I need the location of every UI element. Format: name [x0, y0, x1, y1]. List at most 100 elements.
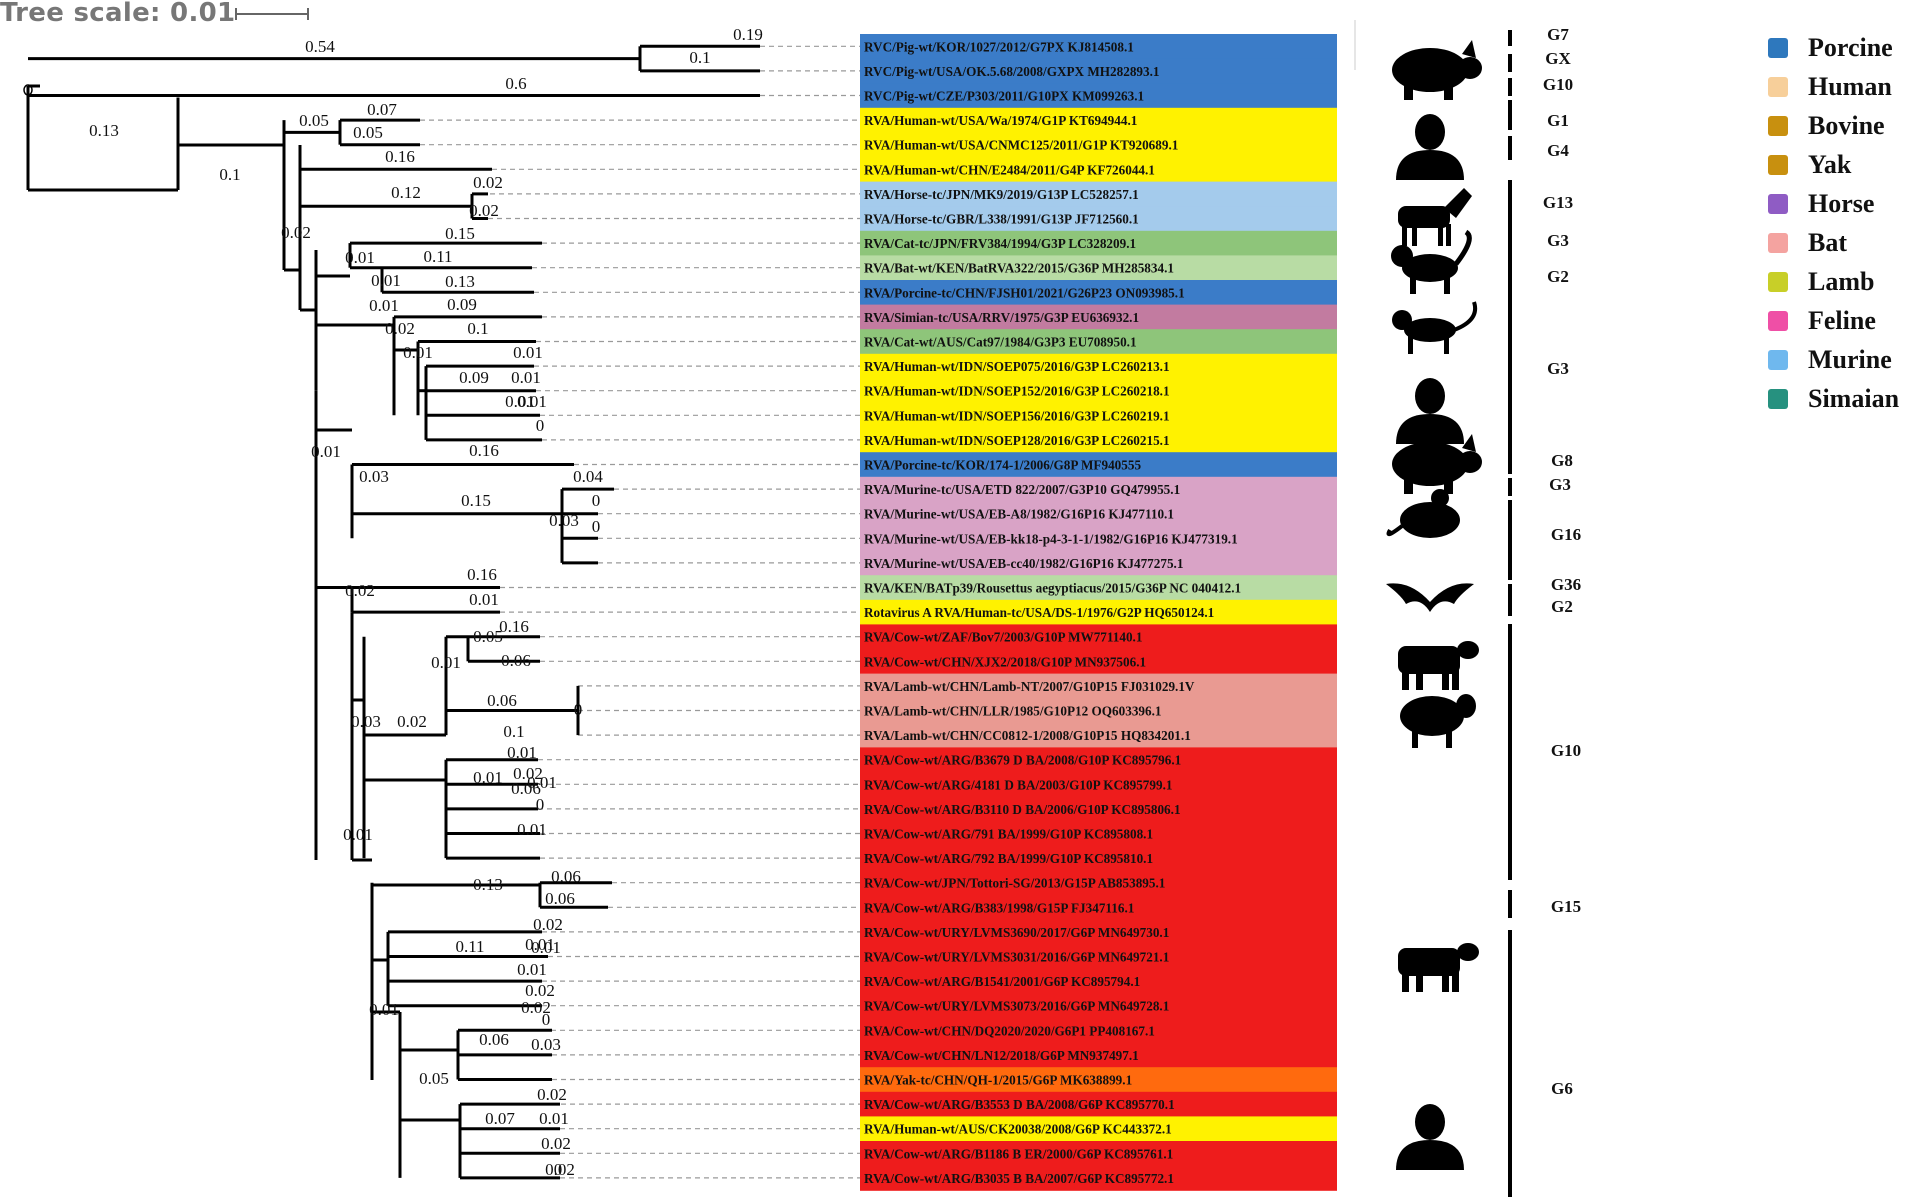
branch-length-label: 0.01 — [345, 248, 375, 267]
tip-label-background — [860, 747, 1337, 773]
tip-label: RVA/Cow-wt/JPN/Tottori-SG/2013/G15P AB85… — [864, 876, 1165, 891]
branch-length-label: 0.15 — [445, 224, 475, 243]
genotype-label: G16 — [1551, 525, 1581, 544]
tip-label: RVA/Cow-wt/ARG/791 BA/1999/G10P KC895808… — [864, 827, 1153, 842]
tip-label: RVA/Murine-wt/USA/EB-A8/1982/G16P16 KJ47… — [864, 507, 1174, 522]
tip-label-background — [860, 34, 1337, 60]
tip-label-background — [860, 1141, 1337, 1167]
branch-length-label: 0.01 — [431, 653, 461, 672]
branch-length-label: 0.11 — [455, 937, 484, 956]
tip-label: RVA/Cow-wt/ARG/B3035 B BA/2007/G6P KC895… — [864, 1171, 1174, 1186]
tip-label: Rotavirus A RVA/Human-tc/USA/DS-1/1976/G… — [864, 605, 1214, 620]
genotype-label: G2 — [1547, 267, 1569, 286]
genotype-label: G13 — [1543, 193, 1573, 212]
branch-length-label: 0.04 — [573, 467, 603, 486]
tip-label: RVA/Human-wt/IDN/SOEP152/2016/G3P LC2602… — [864, 384, 1170, 399]
branch-length-label: 0.06 — [511, 779, 541, 798]
tip-label-background — [860, 157, 1337, 183]
branch-length-label: 0.01 — [517, 820, 547, 839]
tip-label-background — [860, 575, 1337, 601]
genotype-label: G3 — [1547, 359, 1569, 378]
branch-length-label: 0.15 — [461, 491, 491, 510]
branch-length-label: 0 — [574, 700, 583, 719]
branch-length-label: 0.01 — [539, 1109, 569, 1128]
genotype-label: G7 — [1547, 25, 1569, 44]
branch-length-label: 0.03 — [531, 1035, 561, 1054]
tip-label-background — [860, 1042, 1337, 1068]
bat-icon — [1386, 583, 1474, 612]
tip-label-background — [860, 206, 1337, 232]
branch-length-label: 0.54 — [305, 37, 335, 56]
genotype-label: G4 — [1547, 141, 1569, 160]
tip-label: RVA/Murine-wt/USA/EB-kk18-p4-3-1-1/1982/… — [864, 531, 1238, 546]
branch-length-label: 0.03 — [359, 467, 389, 486]
branch-length-label: 0.6 — [505, 74, 526, 93]
legend-label: Yak — [1808, 150, 1852, 179]
branch-length-label: 0.02 — [533, 915, 563, 934]
legend-label: Bat — [1808, 228, 1847, 257]
tip-label-background — [860, 378, 1337, 404]
tip-label-background — [860, 132, 1337, 158]
tip-label: RVA/Bat-wt/KEN/BatRVA322/2015/G36P MH285… — [864, 261, 1174, 276]
tip-label-background — [860, 599, 1337, 625]
human-icon — [1396, 378, 1464, 444]
cow-icon — [1398, 641, 1479, 690]
branch-length-label: 0.05 — [419, 1069, 449, 1088]
branch-length-label: 0.02 — [525, 981, 555, 1000]
tip-label-background — [860, 1116, 1337, 1142]
scale-bar — [235, 8, 309, 20]
tip-label-background — [860, 501, 1337, 527]
tip-label: RVA/Cow-wt/ARG/4181 D BA/2003/G10P KC895… — [864, 777, 1172, 792]
tip-label-background — [860, 181, 1337, 207]
tip-label-background — [860, 280, 1337, 306]
tip-label: RVA/Cow-wt/ZAF/Bov7/2003/G10P MW771140.1 — [864, 630, 1142, 645]
branch-length-label: 0.02 — [385, 319, 415, 338]
tip-label: RVA/Horse-tc/GBR/L338/1991/G13P JF712560… — [864, 212, 1139, 227]
tip-label-background — [860, 821, 1337, 847]
branch-length-label: 0 — [592, 517, 601, 536]
branch-length-label: 0.01 — [525, 935, 555, 954]
host-silhouettes — [1386, 40, 1482, 1170]
root-marker — [23, 84, 33, 96]
host-legend — [1768, 38, 1788, 409]
branch-length-label: 0.01 — [469, 590, 499, 609]
tip-label-background — [860, 722, 1337, 748]
tip-label-background — [860, 255, 1337, 281]
branch-length-label: 0.01 — [505, 392, 535, 411]
legend-swatch — [1768, 272, 1788, 292]
branch-length-label: 0.06 — [545, 889, 575, 908]
tip-label: RVA/Porcine-tc/CHN/FJSH01/2021/G26P23 ON… — [864, 285, 1185, 300]
tip-label: RVA/Cow-wt/ARG/B3110 D BA/2006/G10P KC89… — [864, 802, 1181, 817]
genotype-label: G3 — [1547, 231, 1569, 250]
tip-label-background — [860, 550, 1337, 576]
branch-length-label: 0.16 — [467, 565, 497, 584]
tip-label-background — [860, 329, 1337, 355]
genotype-label: G36 — [1551, 575, 1581, 594]
legend-label: Lamb — [1808, 267, 1874, 296]
tip-label-background — [860, 353, 1337, 379]
pig-icon — [1392, 40, 1482, 100]
tip-label-background — [860, 845, 1337, 871]
tip-label: RVA/Lamb-wt/CHN/CC0812-1/2008/G10P15 HQ8… — [864, 728, 1191, 743]
branch-length-label: 0.01 — [507, 743, 537, 762]
branch-length-label: 0.16 — [385, 147, 415, 166]
tip-label: RVC/Pig-wt/CZE/P303/2011/G10PX KM099263.… — [864, 89, 1144, 104]
legend-swatch — [1768, 233, 1788, 253]
tip-label: RVA/Horse-tc/JPN/MK9/2019/G13P LC528257.… — [864, 187, 1139, 202]
legend-swatch — [1768, 194, 1788, 214]
genotype-label: G10 — [1543, 75, 1573, 94]
branch-length-label: 0.02 — [469, 201, 499, 220]
legend-label: Simaian — [1808, 384, 1900, 413]
branch-length-label: 0.01 — [473, 768, 503, 787]
branch-length-label: 0.1 — [219, 165, 240, 184]
legend-swatch — [1768, 77, 1788, 97]
branch-length-label: 0.05 — [353, 123, 383, 142]
tip-label-background — [860, 919, 1337, 945]
tip-label-background — [860, 476, 1337, 502]
branch-length-label: 0.1 — [689, 48, 710, 67]
tip-label: RVA/Cat-tc/JPN/FRV384/1994/G3P LC328209.… — [864, 236, 1136, 251]
branch-length-label: 0.01 — [403, 343, 433, 362]
tip-label-background — [860, 107, 1337, 133]
tip-label-background — [860, 403, 1337, 429]
tip-label: RVA/KEN/BATp39/Rousettus aegyptiacus/201… — [864, 581, 1241, 596]
